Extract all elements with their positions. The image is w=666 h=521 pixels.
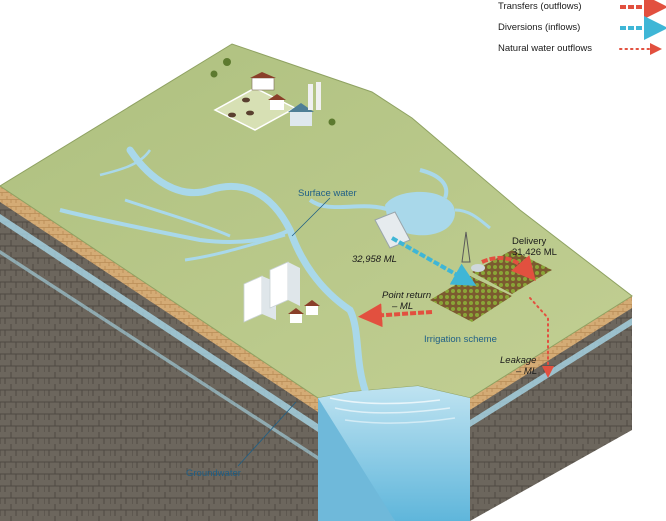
legend [619, 0, 666, 55]
legend-transfers-label: Transfers (outflows) [498, 1, 582, 12]
legend-diversions-label: Diversions (inflows) [498, 22, 581, 33]
groundwater-leader [237, 401, 297, 467]
groundwater-label: Groundwater [186, 468, 241, 479]
delivery-arrow [481, 255, 536, 282]
delivery-volume-label: 31,426 ML [512, 247, 557, 258]
dam-wall [374, 211, 411, 249]
leakage-title-label: Leakage [500, 355, 537, 366]
point-return-arrow [358, 303, 433, 328]
diversion-volume-label: 32,958 ML [352, 254, 397, 265]
surface-water-label: Surface water [298, 188, 357, 199]
leakage-volume-label: – ML [516, 366, 538, 377]
irrigation-scheme-label: Irrigation scheme [424, 334, 497, 345]
town [243, 261, 320, 323]
surface-water-leader [291, 197, 331, 237]
point-return-volume-label: – ML [392, 301, 414, 312]
leakage-arrow [529, 297, 554, 378]
ground-block [0, 186, 632, 521]
legend-natural-label: Natural water outflows [498, 43, 592, 54]
diversion-arrow [391, 236, 477, 286]
farm [210, 58, 336, 131]
river-system [59, 146, 491, 521]
flow-arrows [358, 236, 554, 378]
point-return-title-label: Point return [382, 290, 432, 301]
delivery-title-label: Delivery [512, 236, 547, 247]
